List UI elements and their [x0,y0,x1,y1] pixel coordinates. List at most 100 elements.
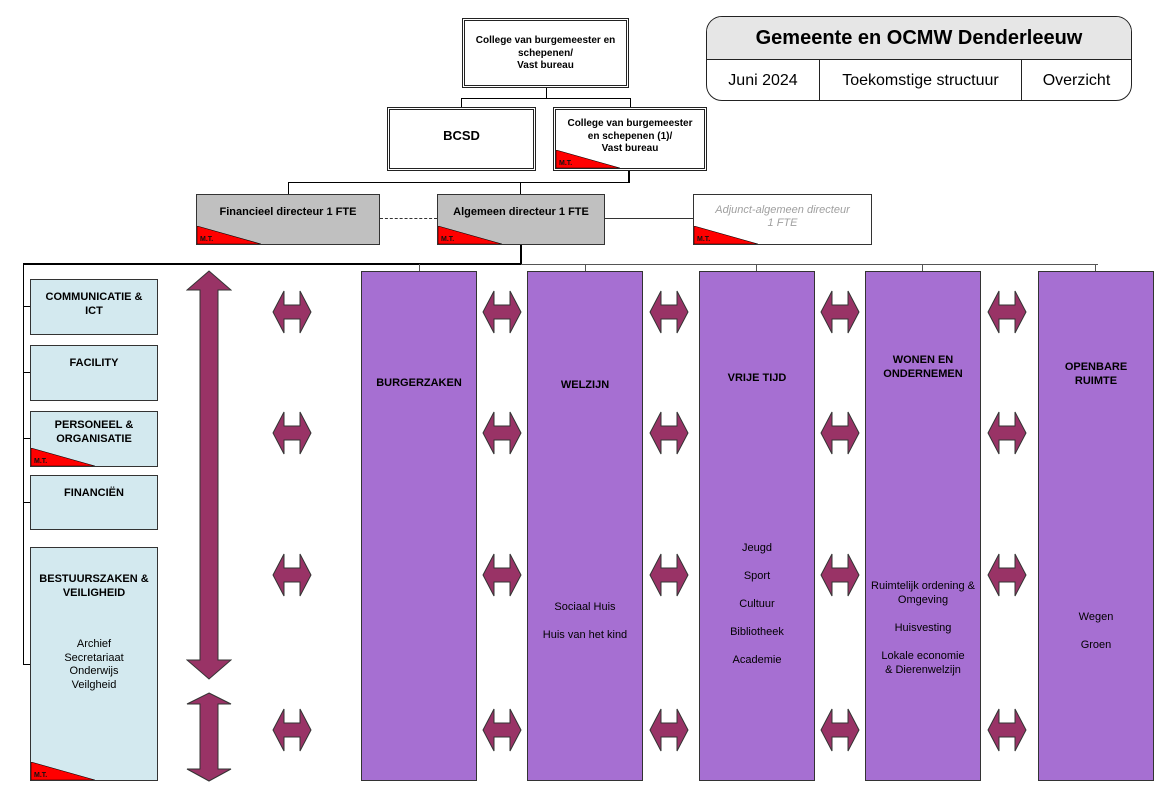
horizontal-double-arrow-icon [482,411,522,455]
header-structure: Toekomstige structuur [820,60,1022,100]
vertical-double-arrow-icon [186,270,232,680]
horizontal-double-arrow-icon [987,708,1027,752]
connector [23,306,30,307]
adjunct-directeur-box: Adjunct-algemeen directeur 1 FTE M.T. [693,194,872,245]
staff-bar [23,263,24,665]
dept-sub: Omgeving [897,594,949,606]
horizontal-double-arrow-icon [820,553,860,597]
dept-sub: Sport [743,570,771,582]
staff-financien: FINANCIËN [30,475,158,530]
adjunct-directeur-line-2: 1 FTE [767,217,798,229]
dept-welzijn: WELZIJN Sociaal Huis Huis van het kind [527,271,643,781]
connector [288,182,630,183]
college-1-line-2: en schepenen (1)/ [587,130,673,142]
dept-title: ONDERNEMEN [883,368,963,380]
mt-marker: M.T. [694,226,758,244]
mt-marker: M.T. [197,226,261,244]
staff-sub: Onderwijs [69,665,119,677]
mt-marker: M.T. [31,448,95,466]
connector [461,98,631,99]
horizontal-double-arrow-icon [649,708,689,752]
connector [288,182,289,195]
college-box: College van burgemeester en schepenen/ V… [462,18,629,88]
horizontal-double-arrow-icon [987,290,1027,334]
dept-sub: Groen [1080,639,1112,651]
header-view: Overzicht [1042,72,1111,89]
connector [23,438,30,439]
horizontal-double-arrow-icon [272,290,312,334]
staff-title: BESTUURSZAKEN & [39,573,149,585]
horizontal-double-arrow-icon [649,290,689,334]
college-1-line-1: College van burgemeester [567,118,693,129]
staff-bestuurszaken-veiligheid: BESTUURSZAKEN &VEILIGHEID Archief Secret… [30,547,158,781]
staff-communicatie-ict: COMMUNICATIE & ICT [30,279,158,335]
adjunct-directeur-line-1: Adjunct-algemeen directeur [715,204,850,216]
staff-sub: Archief [76,638,112,650]
vertical-double-arrow-icon [186,692,232,782]
dept-vrije-tijd: VRIJE TIJD Jeugd Sport Cultuur Bibliothe… [699,271,815,781]
dept-sub: Cultuur [739,598,775,610]
dashed-connector [380,218,437,219]
connector [520,182,521,195]
college-line-2: schepenen/ [517,47,574,59]
college-line-3: Vast bureau [517,60,574,71]
department-bar [521,264,1098,265]
connector [922,264,923,271]
horizontal-double-arrow-icon [987,411,1027,455]
connector [461,98,462,108]
mt-marker: M.T. [31,762,95,780]
horizontal-double-arrow-icon [272,411,312,455]
horizontal-double-arrow-icon [272,553,312,597]
staff-title: ICT [85,305,103,317]
horizontal-double-arrow-icon [987,553,1027,597]
algemeen-directeur-label: Algemeen directeur 1 FTE [453,206,589,218]
dept-sub: Huisvesting [894,622,952,634]
bcsd-box: BCSD [387,107,536,171]
dept-burgerzaken: BURGERZAKEN [361,271,477,781]
staff-facility: FACILITY [30,345,158,401]
dept-title: BURGERZAKEN [376,377,462,389]
connector [546,88,547,99]
horizontal-double-arrow-icon [820,708,860,752]
staff-sub: Veilgheid [71,678,117,691]
horizontal-double-arrow-icon [820,411,860,455]
financieel-directeur-box: Financieel directeur 1 FTE M.T. [196,194,380,245]
connector [628,171,630,183]
dept-sub: Wegen [1078,611,1114,623]
staff-title: ORGANISATIE [56,433,132,445]
connector [23,502,30,503]
staff-sub: Secretariaat [64,651,124,664]
horizontal-double-arrow-icon [272,708,312,752]
college-1-line-3: Vast bureau [601,143,659,154]
connector [520,245,522,264]
financieel-directeur-label: Financieel directeur 1 FTE [219,206,357,218]
connector [605,218,693,219]
mt-marker: M.T. [438,226,502,244]
dept-sub: Ruimtelijk ordening & [871,580,975,592]
staff-personeel-organisatie: PERSONEEL &ORGANISATIE M.T. [30,411,158,467]
horizontal-double-arrow-icon [482,708,522,752]
header-date: Juni 2024 [707,60,820,100]
main-bar [23,263,521,265]
dept-title: OPENBARE [1064,361,1128,373]
staff-title: COMMUNICATIE & [45,291,143,303]
staff-title: FACILITY [69,357,119,369]
college-line-1: College van burgemeester en [475,35,616,46]
connector [23,664,30,665]
horizontal-double-arrow-icon [482,290,522,334]
college-1-box: College van burgemeester en schepenen (1… [553,107,707,171]
connector [23,372,30,373]
horizontal-double-arrow-icon [820,290,860,334]
header-title: Gemeente en OCMW Denderleeuw [707,17,1131,60]
horizontal-double-arrow-icon [482,553,522,597]
bcsd-label: BCSD [443,128,480,143]
connector [1095,264,1096,271]
dept-sub: & Dierenwelzijn [885,664,961,676]
connector [585,264,586,271]
dept-title: VRIJE TIJD [727,372,787,384]
mt-marker: M.T. [556,150,620,168]
dept-sub: Lokale economie [881,650,965,662]
connector [419,264,420,271]
algemeen-directeur-box: Algemeen directeur 1 FTE M.T. [437,194,605,245]
